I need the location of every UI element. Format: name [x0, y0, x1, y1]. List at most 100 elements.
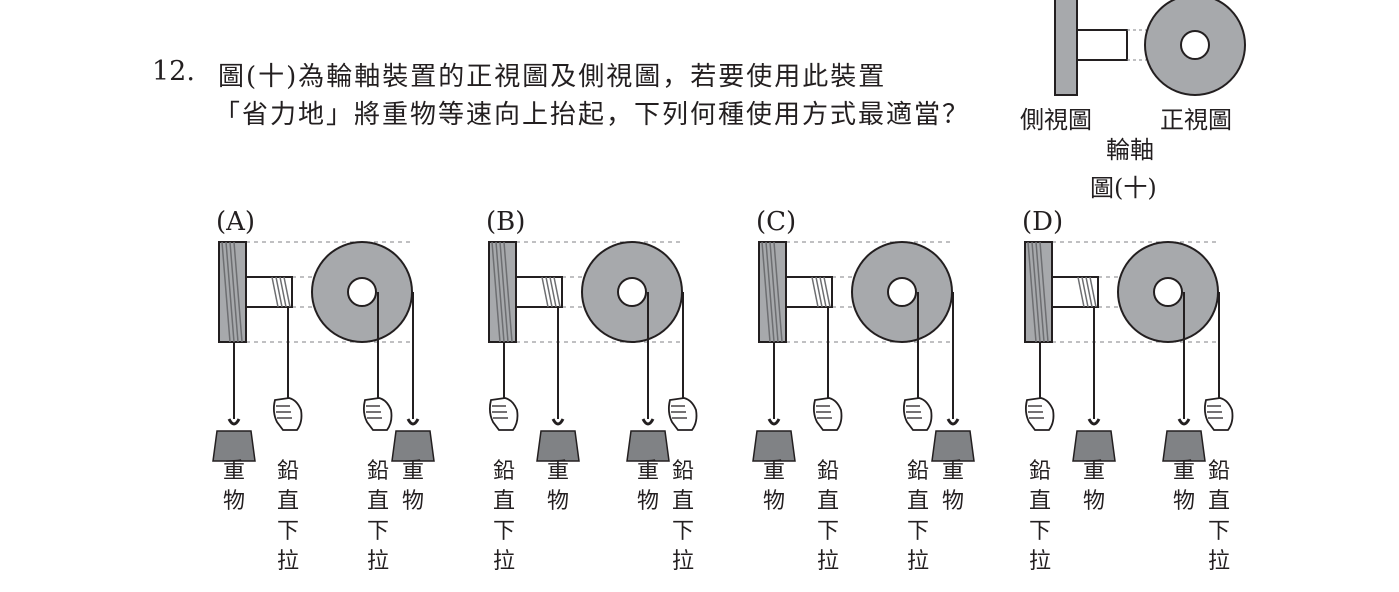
rope-coil: [1031, 241, 1041, 343]
rope-coil: [271, 276, 279, 308]
label-char: 下: [1208, 519, 1230, 544]
rope-coil: [1027, 241, 1037, 343]
label-char: 下: [277, 519, 299, 544]
weight-hook: [767, 418, 781, 426]
label-char: 下: [907, 519, 929, 544]
hand-fingers: [1207, 405, 1223, 419]
label-char: 直: [1208, 489, 1230, 514]
option-letter: (A): [216, 207, 255, 237]
hand-fingers: [492, 405, 508, 419]
question-text-line1: 圖(十)為輪軸裝置的正視圖及側視圖，若要使用此裝置: [218, 62, 887, 92]
device-label: 輪軸: [1106, 136, 1154, 164]
rope-coil: [225, 241, 235, 343]
hand-fingers: [906, 405, 922, 419]
front-view-axle-hole: [1180, 30, 1210, 60]
hand-fingers: [1028, 405, 1044, 419]
axle-hole: [887, 277, 917, 307]
label-char: 重: [1173, 459, 1195, 484]
label-char: 直: [1029, 489, 1051, 514]
vertical-label: 重物: [547, 459, 569, 514]
rope-coil: [1035, 241, 1045, 343]
label-char: 拉: [493, 549, 515, 574]
label-char: 下: [367, 519, 389, 544]
vertical-label: 鉛直下拉: [367, 459, 389, 574]
label-char: 拉: [277, 549, 299, 574]
vertical-label: 鉛直下拉: [493, 459, 515, 574]
reference-figure: [1054, 0, 1246, 96]
label-char: 物: [942, 489, 964, 514]
rope-coil: [819, 276, 827, 308]
label-char: 拉: [672, 549, 694, 574]
rope-coil: [823, 276, 831, 308]
rope-coil: [1081, 276, 1089, 308]
label-char: 重: [223, 459, 245, 484]
rope-coil: [1039, 241, 1049, 343]
hand-fingers: [816, 405, 832, 419]
question-text-line2: 「省力地」將重物等速向上抬起，下列何種使用方式最適當？: [214, 100, 971, 130]
label-char: 物: [223, 489, 245, 514]
weight-block: [1072, 430, 1116, 462]
hand-fingers: [366, 405, 382, 419]
label-char: 拉: [1208, 549, 1230, 574]
label-char: 物: [763, 489, 785, 514]
label-char: 重: [942, 459, 964, 484]
rope-coil: [229, 241, 239, 343]
label-char: 物: [637, 489, 659, 514]
label-char: 鉛: [817, 459, 839, 484]
figure-caption: 圖(十): [1090, 174, 1157, 202]
vertical-label: 重物: [1173, 459, 1195, 514]
weight-hook: [551, 418, 565, 426]
rope-coil: [541, 276, 549, 308]
label-char: 鉛: [367, 459, 389, 484]
label-char: 下: [672, 519, 694, 544]
label-char: 拉: [367, 549, 389, 574]
weight-hook: [227, 418, 241, 426]
weight-hook: [946, 418, 960, 426]
rope-coil: [499, 241, 509, 343]
weight-block: [626, 430, 670, 462]
label-char: 拉: [817, 549, 839, 574]
label-char: 重: [763, 459, 785, 484]
rope-coil: [553, 276, 561, 308]
weight-block: [536, 430, 580, 462]
rope-coil: [549, 276, 557, 308]
axle-hole: [617, 277, 647, 307]
weight-block: [212, 430, 256, 462]
label-char: 鉛: [277, 459, 299, 484]
label-char: 鉛: [1208, 459, 1230, 484]
vertical-label: 鉛直下拉: [1208, 459, 1230, 574]
option-letter: (B): [486, 207, 525, 237]
label-char: 物: [1173, 489, 1195, 514]
label-char: 下: [817, 519, 839, 544]
label-char: 重: [402, 459, 424, 484]
label-char: 重: [1083, 459, 1105, 484]
weight-hook: [1087, 418, 1101, 426]
hand-icon: [667, 397, 698, 431]
rope-coil: [545, 276, 553, 308]
label-char: 重: [637, 459, 659, 484]
label-char: 直: [493, 489, 515, 514]
option-letter: (C): [756, 207, 796, 237]
label-char: 鉛: [1029, 459, 1051, 484]
weight-hook: [641, 418, 655, 426]
side-view-label: 側視圖: [1020, 106, 1092, 134]
hand-icon: [902, 397, 933, 431]
vertical-label: 重物: [763, 459, 785, 514]
rope-coil: [275, 276, 283, 308]
hand-icon: [488, 397, 519, 431]
label-char: 直: [367, 489, 389, 514]
vertical-label: 鉛直下拉: [1029, 459, 1051, 574]
label-char: 下: [1029, 519, 1051, 544]
vertical-label: 重物: [637, 459, 659, 514]
rope-coil: [283, 276, 291, 308]
label-char: 物: [1083, 489, 1105, 514]
label-char: 鉛: [493, 459, 515, 484]
vertical-label: 鉛直下拉: [817, 459, 839, 574]
front-view-label: 正視圖: [1160, 106, 1232, 134]
rope-coil: [769, 241, 779, 343]
rope-coil: [765, 241, 775, 343]
label-char: 拉: [907, 549, 929, 574]
